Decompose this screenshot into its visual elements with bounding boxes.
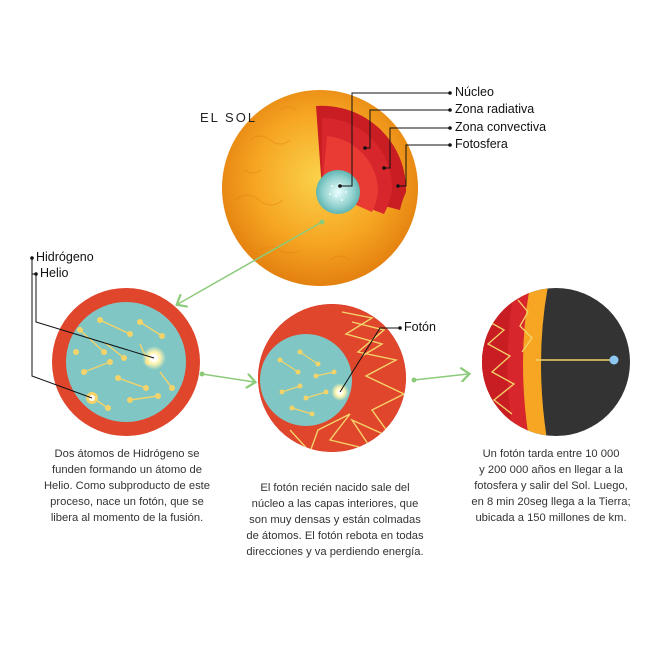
page-title: EL SOL <box>200 110 258 125</box>
label-nucleo: Núcleo <box>455 85 494 99</box>
label-fotosfera: Fotosfera <box>455 137 508 151</box>
label-helio: Helio <box>40 266 69 280</box>
caption-line: núcleo a las capas interiores, que <box>251 498 419 510</box>
caption-line: fotosfera y salir del Sol. Luego, <box>474 480 628 492</box>
caption-line: El fotón recién nacido sale del <box>260 482 410 494</box>
caption-line: Un fotón tarda entre 10 000 <box>482 448 620 460</box>
sun-illustration <box>222 90 418 286</box>
caption-photon: El fotón recién nacido sale del núcleo a… <box>230 480 440 560</box>
caption-fusion: Dos átomos de Hidrógeno se funden forman… <box>22 446 232 526</box>
caption-line: direcciones y va perdiendo energía. <box>246 546 424 558</box>
caption-line: en 8 min 20seg llega a la Tierra; <box>471 496 631 508</box>
label-zona-convectiva: Zona convectiva <box>455 120 547 134</box>
label-foton: Fotón <box>404 320 436 334</box>
caption-line: funden formando un átomo de <box>52 464 202 476</box>
surface-to-earth-circle <box>482 288 630 436</box>
caption-earth: Un fotón tarda entre 10 000 y 200 000 añ… <box>446 446 648 526</box>
sun-leader-lines <box>340 92 450 187</box>
fusion-circle <box>30 256 200 436</box>
caption-line: Helio. Como subproducto de este <box>43 480 211 492</box>
caption-line: proceso, nace un fotón, que se <box>50 496 204 508</box>
caption-line: son muy densas y están colmadas <box>249 514 421 526</box>
caption-line: libera al momento de la fusión. <box>50 512 204 524</box>
caption-line: Dos átomos de Hidrógeno se <box>54 448 200 460</box>
label-hidrogeno: Hidrógeno <box>36 250 94 264</box>
caption-line: de átomos. El fotón rebota en todas <box>246 530 424 542</box>
caption-line: ubicada a 150 millones de km. <box>475 512 627 524</box>
label-zona-radiativa: Zona radiativa <box>455 102 535 116</box>
caption-line: y 200 000 años en llegar a la <box>479 464 623 476</box>
flow-arrows <box>178 219 468 383</box>
photon-bounce-circle <box>258 304 406 452</box>
